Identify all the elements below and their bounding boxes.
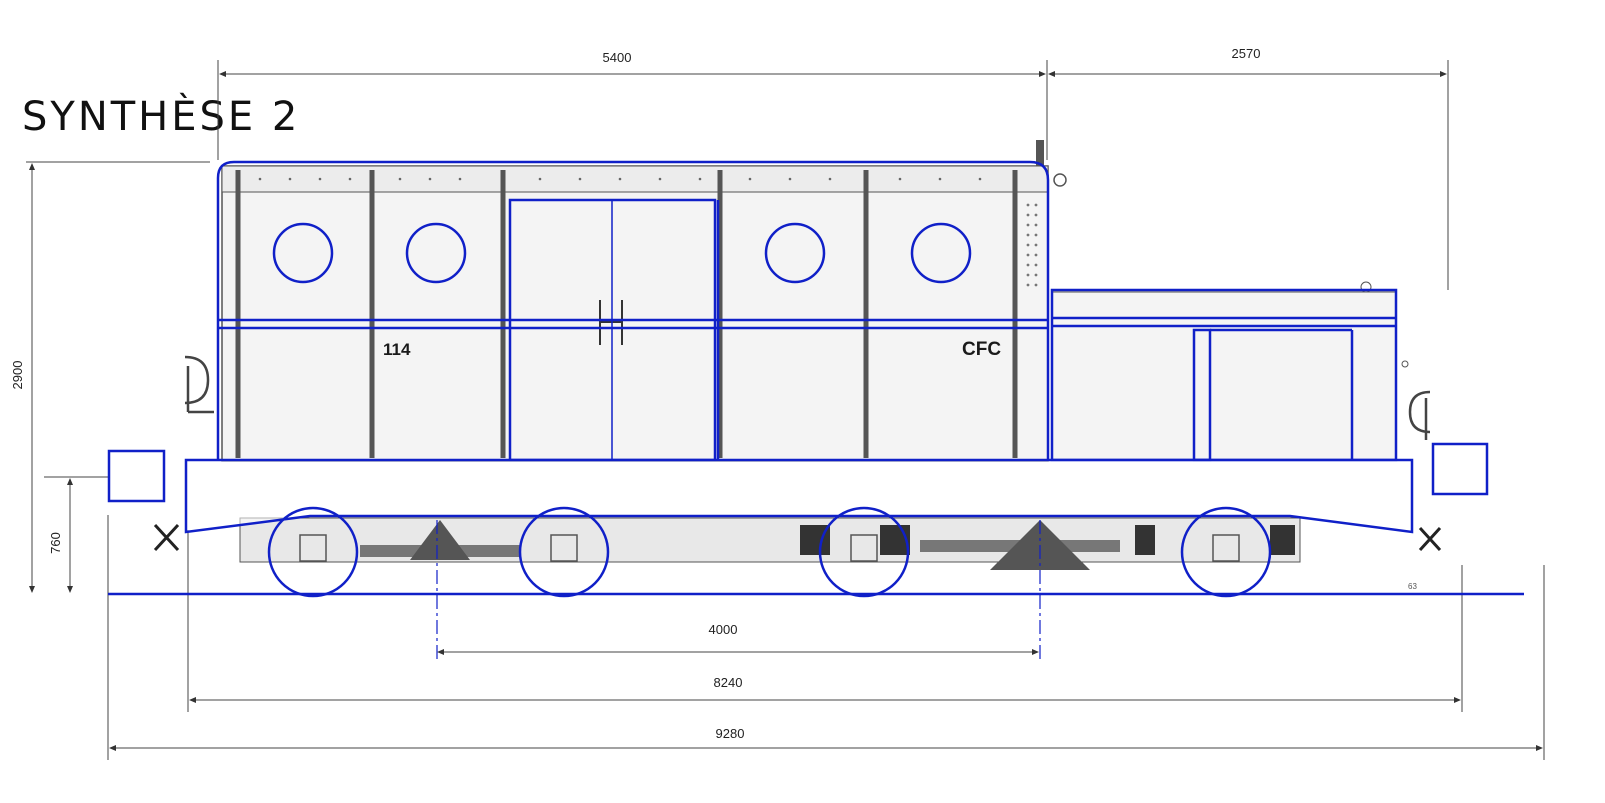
porthole-window [910, 222, 972, 284]
front-grille [1026, 203, 1038, 287]
wheel [518, 506, 610, 598]
porthole-window [405, 222, 467, 284]
dimension-lines [26, 60, 1545, 760]
left-buffer [107, 449, 166, 503]
page-title: SYNTHÈSE 2 [22, 94, 301, 140]
engine-hood [1051, 291, 1397, 461]
roof-band [221, 165, 1049, 193]
right-coupler [1418, 526, 1442, 552]
wheel [818, 506, 910, 598]
wheel [267, 506, 359, 598]
dim-total-height: 2900 [10, 361, 25, 390]
right-lamp [1408, 390, 1431, 440]
main-frame [184, 458, 1414, 534]
running-gear [239, 517, 1301, 570]
dim-cab-length: 5400 [603, 50, 632, 65]
dim-frame-length: 8240 [714, 675, 743, 690]
dim-overall-length: 9280 [716, 726, 745, 741]
cab-outline [216, 160, 1050, 460]
scale-note: 63 [1408, 582, 1417, 591]
right-buffer [1431, 442, 1489, 496]
loco-number: 114 [383, 340, 411, 359]
dim-wheelbase: 4000 [709, 622, 738, 637]
porthole-window [764, 222, 826, 284]
wheel-hubs [299, 534, 1240, 562]
cab-body [221, 165, 1049, 462]
overlay-drawing [107, 160, 1524, 660]
rivet-row [258, 177, 982, 181]
hood-bolt [1401, 360, 1409, 368]
filler-cap [1360, 281, 1372, 293]
door-handles [599, 300, 623, 345]
porthole-window [272, 222, 334, 284]
horn [1053, 173, 1067, 187]
left-lamp [184, 355, 214, 414]
underlay-drawing [153, 140, 1442, 570]
dim-hood-length: 2570 [1232, 46, 1261, 61]
cab-posts [235, 170, 1018, 458]
dim-frame-height: 760 [48, 532, 63, 554]
left-coupler [153, 523, 180, 552]
company-mark: CFC [962, 339, 1001, 360]
exhaust-stack [1036, 140, 1044, 166]
wheel [1180, 506, 1272, 598]
